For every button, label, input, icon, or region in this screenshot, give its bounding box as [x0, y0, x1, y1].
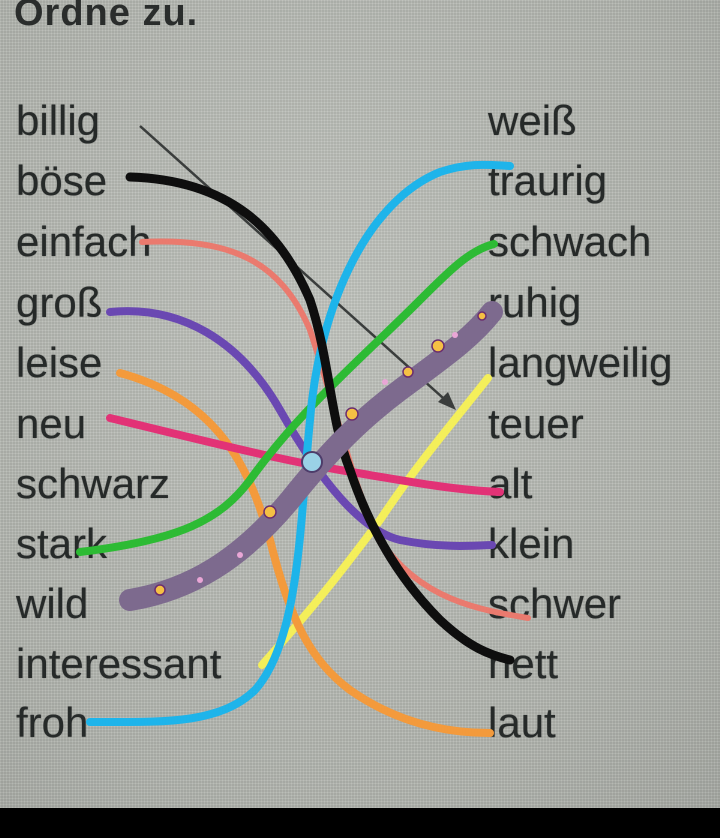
matching-lines — [76, 125, 531, 737]
right-word: ruhig — [488, 279, 582, 326]
sticker-dot — [263, 505, 277, 519]
left-word: froh — [16, 699, 89, 746]
right-word: nett — [488, 640, 559, 687]
right-word: weiß — [488, 97, 577, 144]
sticker-bird — [301, 451, 323, 473]
sticker-spark — [237, 552, 243, 558]
left-word: neu — [16, 400, 87, 447]
right-word: teuer — [488, 400, 584, 447]
sticker-spark — [452, 332, 458, 338]
sticker-stroke-band — [119, 301, 503, 611]
sticker-dot — [154, 584, 166, 596]
left-word: billig — [16, 97, 101, 144]
left-word: schwarz — [16, 460, 171, 507]
left-word: einfach — [16, 218, 152, 265]
sticker-spark — [382, 379, 388, 385]
right-word: langweilig — [488, 339, 673, 386]
photo-bottom-border — [0, 808, 720, 838]
printed-arrow-head — [438, 392, 456, 410]
sticker-spark — [197, 577, 203, 583]
left-word: wild — [16, 580, 89, 627]
sticker-stroke — [119, 301, 503, 611]
sticker-dot — [345, 407, 359, 421]
match-line-yellow — [258, 374, 492, 669]
left-word: interessant — [16, 640, 222, 687]
left-word: stark — [16, 520, 108, 567]
right-word: laut — [488, 699, 556, 746]
match-line-pink — [106, 414, 504, 496]
match-line-blue — [86, 160, 514, 727]
left-word: groß — [16, 279, 103, 326]
exercise-title: Ordne zu. — [14, 0, 199, 34]
right-word: schwach — [488, 218, 652, 265]
sticker-dot — [477, 311, 487, 321]
left-word: böse — [16, 157, 108, 204]
left-word: leise — [16, 339, 103, 386]
right-word: klein — [488, 520, 575, 567]
match-line-orange — [116, 369, 494, 737]
worksheet-photo: Ordne zu. billig böse einfach groß leise… — [0, 0, 720, 808]
sticker-dot — [431, 339, 445, 353]
right-word: alt — [488, 460, 533, 507]
sticker-dot — [402, 366, 414, 378]
